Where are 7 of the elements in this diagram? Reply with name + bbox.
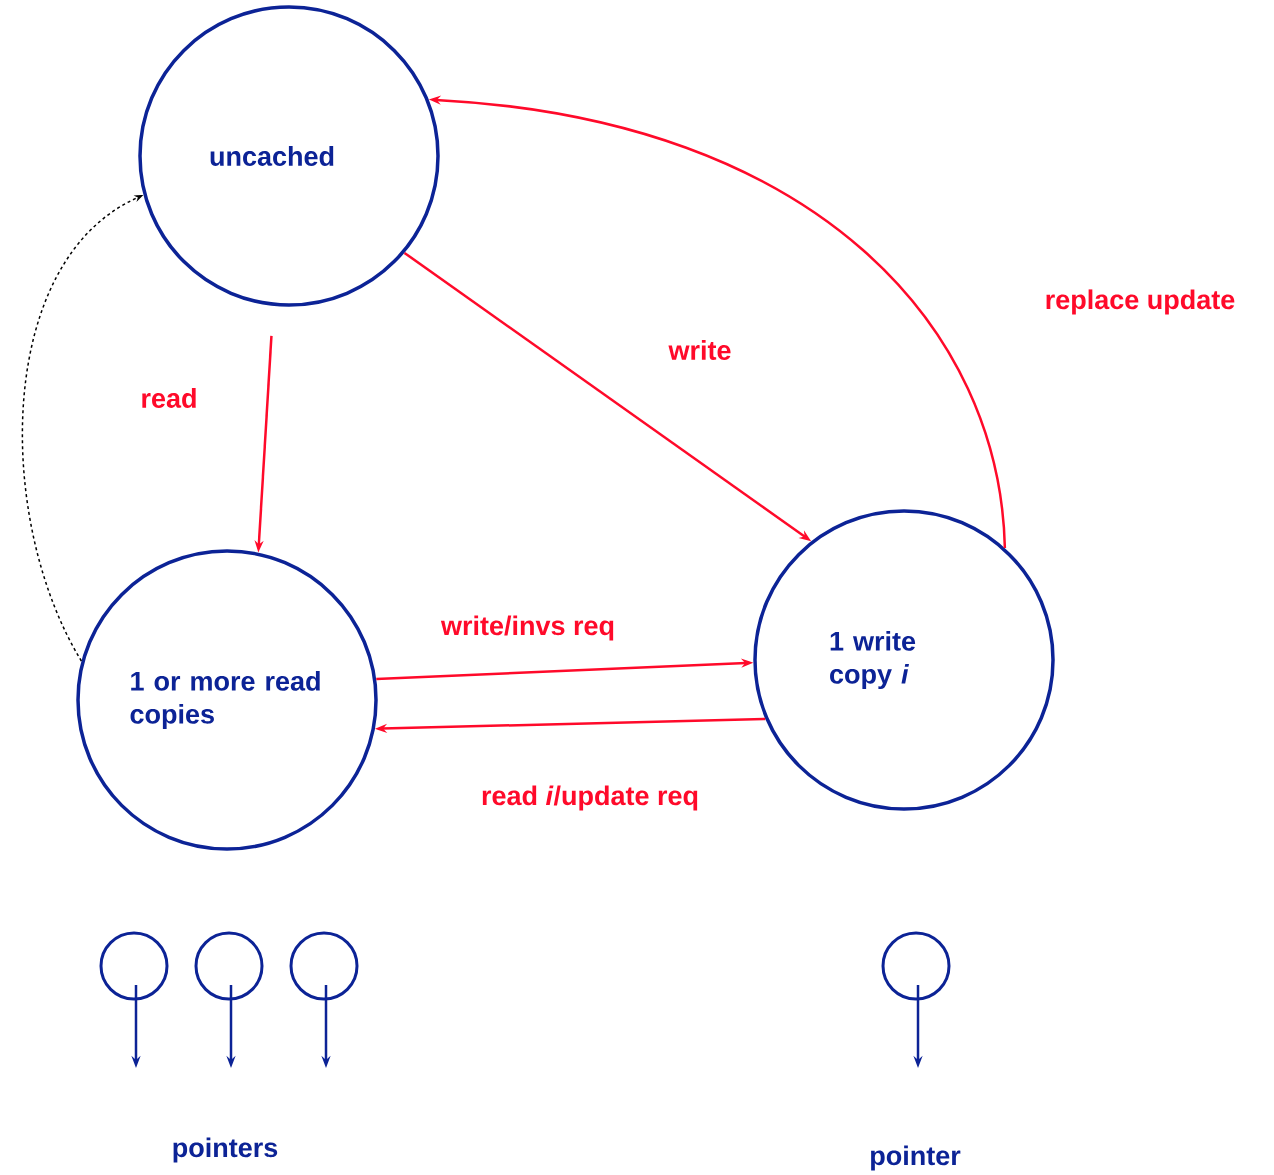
- edge-label: read: [138, 386, 200, 410]
- edge-label: write/invs req: [439, 613, 618, 643]
- edge-label: write: [666, 338, 734, 362]
- caption-label: pointer: [871, 1145, 961, 1171]
- edge-label: read i/update req: [479, 783, 701, 813]
- edge-label: replace update: [1042, 287, 1238, 317]
- caption-label: pointers: [173, 1137, 278, 1163]
